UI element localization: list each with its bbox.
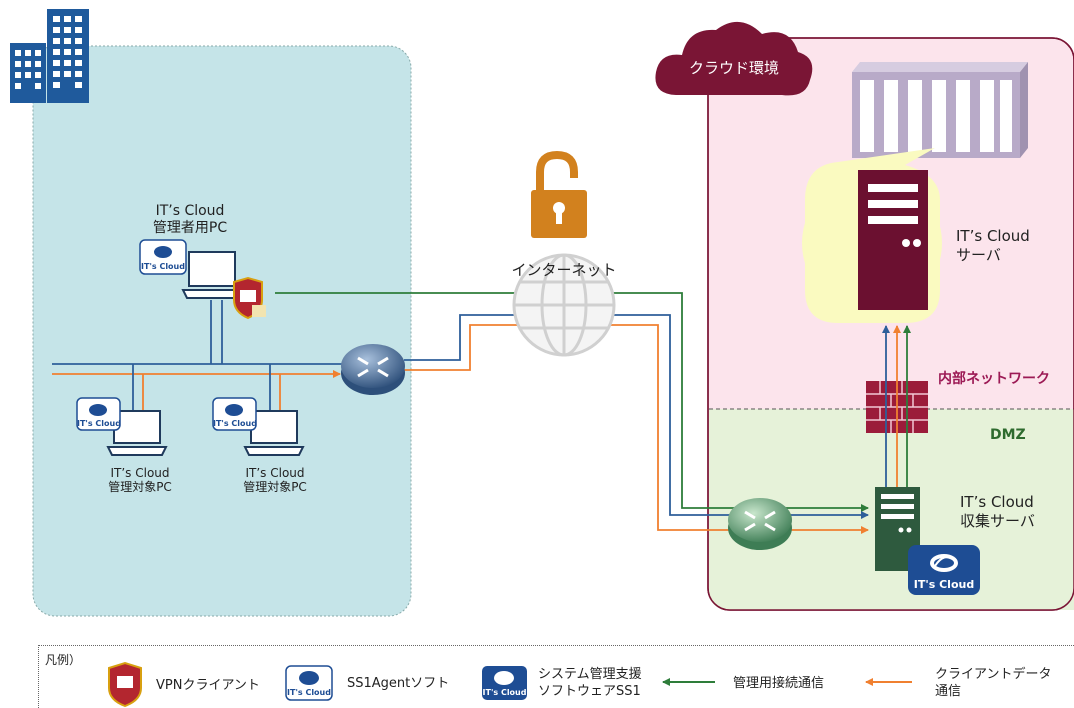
- managed-pc-2-label-line2: 管理対象PC: [243, 480, 307, 494]
- internet-globe-icon: [512, 253, 616, 357]
- badge-text-admin: IT's Cloud: [141, 262, 185, 271]
- collector-label-line2: 収集サーバ: [960, 512, 1035, 530]
- cloud-environment-label: クラウド環境: [688, 59, 779, 77]
- dmz-router-icon: [728, 498, 792, 550]
- agent-badge-pc2: [212, 397, 257, 431]
- badge-text-large: IT's Cloud: [913, 578, 975, 591]
- legend: [38, 645, 1074, 708]
- legend-ss1-badge: [482, 666, 527, 700]
- legend-mgmt-label: 管理用接続通信: [733, 676, 825, 691]
- managed-pc-1-label-line1: IT’s Cloud: [110, 466, 170, 480]
- badge-text-pc2: IT's Cloud: [213, 419, 257, 428]
- dmz-label: DMZ: [990, 427, 1026, 443]
- badge-text-pc1: IT's Cloud: [77, 419, 121, 428]
- admin-pc-label-line2: 管理者用PC: [152, 220, 228, 236]
- managed-pc-1-label-line2: 管理対象PC: [108, 480, 172, 494]
- building-icon: [10, 9, 89, 103]
- legend-vpn-label: VPNクライアント: [156, 678, 260, 693]
- admin-laptop-icon: [181, 251, 243, 299]
- managed-laptop-icon-1: [106, 410, 168, 456]
- office-router-icon: [341, 344, 405, 395]
- legend-vpn-shield-icon: [108, 661, 142, 708]
- collector-label-line1: IT’s Cloud: [960, 493, 1034, 511]
- internet-label: インターネット: [511, 261, 617, 279]
- internal-network-label: 内部ネットワーク: [938, 371, 1050, 387]
- unlocked-padlock-icon: [531, 150, 587, 238]
- server-label-line2: サーバ: [956, 246, 1001, 264]
- server-rack-icon: [852, 62, 1028, 158]
- legend-agent-badge: [285, 665, 333, 701]
- agent-badge-pc1: [76, 397, 121, 431]
- server-label-line1: IT’s Cloud: [956, 227, 1030, 245]
- legend-client-label-line2: 通信: [935, 684, 962, 699]
- agent-badge-admin: [139, 239, 187, 275]
- legend-ss1-label-line1: システム管理支援: [538, 667, 642, 682]
- managed-pc-2-label-line1: IT’s Cloud: [245, 466, 305, 480]
- legend-ss1-badge-text: IT's Cloud: [482, 688, 527, 697]
- legend-agent-badge-text: IT's Cloud: [287, 688, 331, 697]
- cloud-shape: [655, 21, 813, 96]
- admin-pc-label-line1: IT’s Cloud: [155, 203, 225, 219]
- legend-title: 凡例）: [45, 653, 82, 667]
- its-cloud-badge-large: [908, 545, 980, 595]
- legend-ss1-label-line2: ソフトウェアSS1: [538, 684, 641, 699]
- vpn-shield-icon-admin: [233, 276, 266, 320]
- legend-client-label-line1: クライアントデータ: [935, 667, 1052, 682]
- main-server-icon: [858, 170, 928, 310]
- managed-laptop-icon-2: [243, 410, 305, 456]
- legend-agent-label: SS1Agentソフト: [347, 676, 450, 691]
